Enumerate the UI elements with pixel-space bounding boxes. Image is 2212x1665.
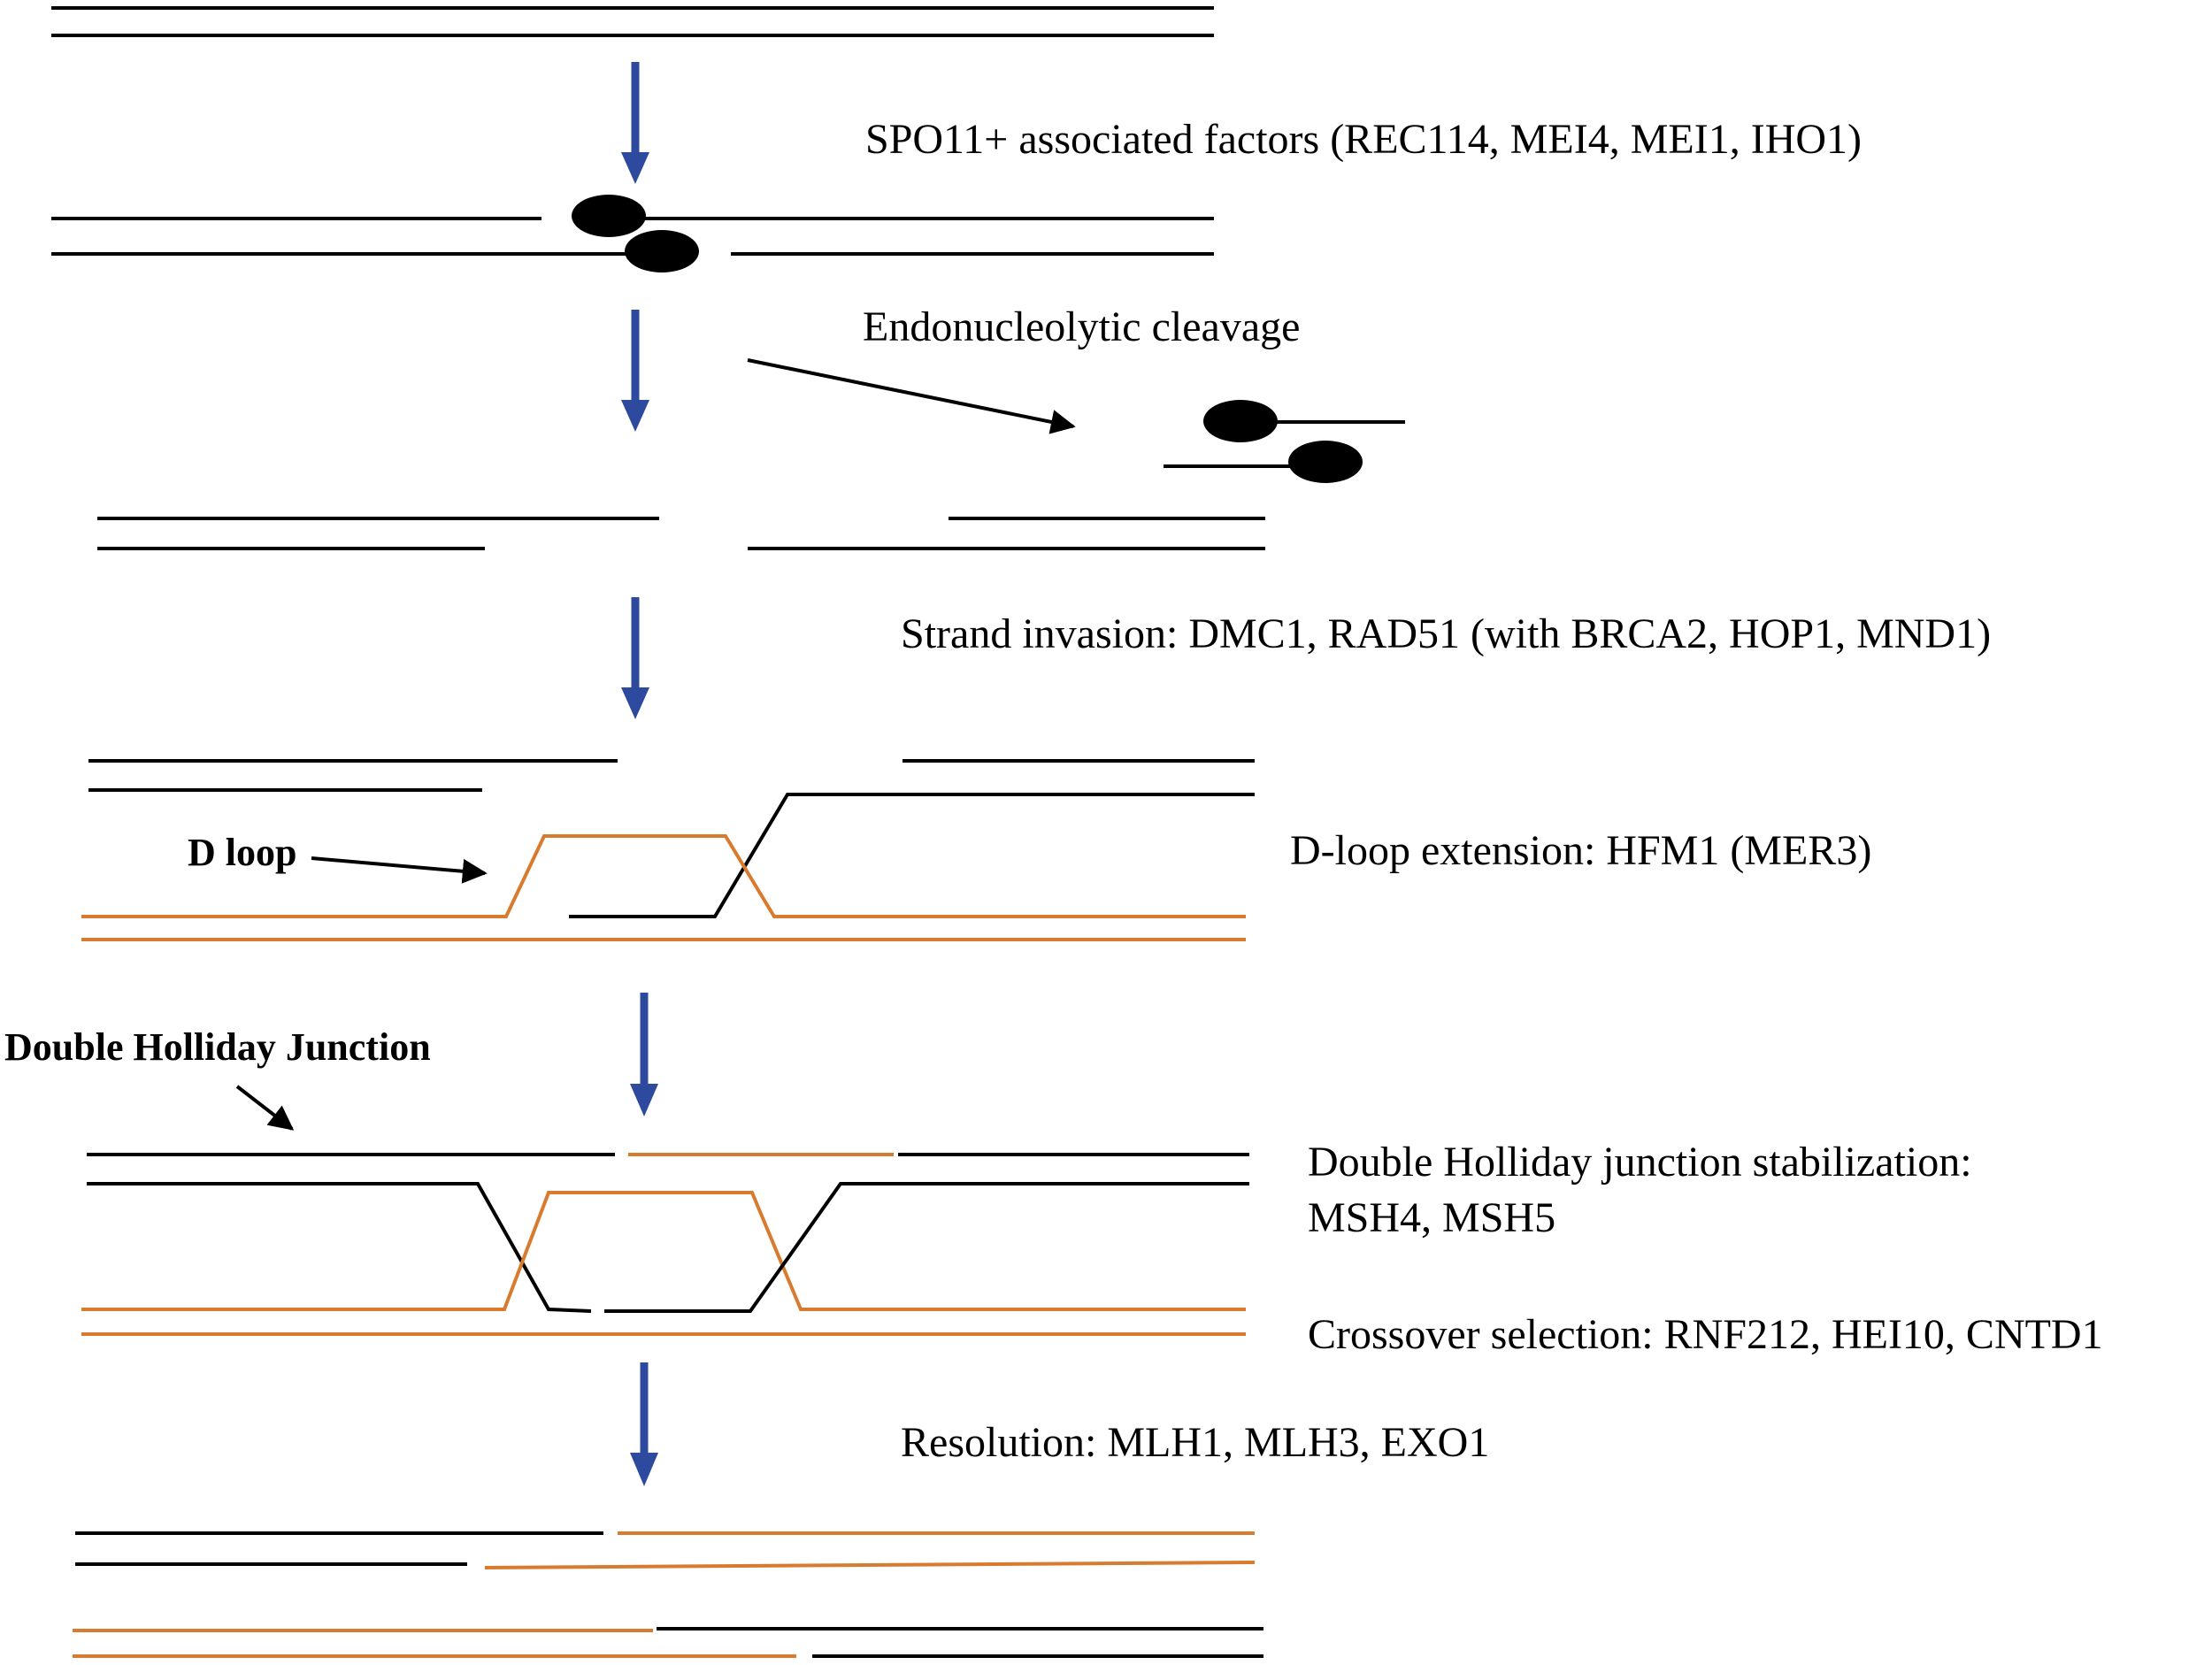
crossing-strand	[87, 1182, 592, 1313]
spo11-protein	[625, 230, 699, 272]
step-arrow	[621, 310, 649, 432]
label-dhj-stabilization-line1: Double Holliday junction stabilization:	[1308, 1139, 1972, 1185]
label-double-holliday-junction: Double Holliday Junction	[4, 1025, 431, 1069]
spo11-oligo-complex	[1164, 400, 1405, 483]
homolog-strand-displaced	[81, 834, 1246, 918]
pointer-arrow	[747, 358, 1076, 434]
stage-spo11-bound	[51, 217, 1214, 256]
label-d-loop-extension: D-loop extension: HFM1 (MER3)	[1290, 827, 1871, 874]
invading-strand	[569, 793, 1255, 918]
label-spo11-factors: SPO11+ associated factors (REC114, MEI4,…	[865, 116, 1862, 163]
crossing-strand	[604, 1182, 1249, 1313]
stage-d-loop	[81, 759, 1255, 941]
step-arrow	[621, 62, 649, 184]
label-resolution: Resolution: MLH1, MLH3, EXO1	[901, 1419, 1489, 1466]
stage-resected-break	[97, 517, 1265, 550]
spo11-protein	[1203, 400, 1278, 442]
spo11-protein	[572, 195, 646, 237]
label-crossover-selection: Crossover selection: RNF212, HEI10, CNTD…	[1308, 1311, 2103, 1358]
label-strand-invasion: Strand invasion: DMC1, RAD51 (with BRCA2…	[901, 610, 1991, 657]
stage-crossover-products	[73, 1531, 1263, 1658]
spo11-protein	[1288, 441, 1363, 483]
crossing-strand	[81, 1191, 1246, 1311]
label-d-loop: D loop	[188, 831, 296, 874]
step-arrow	[630, 993, 658, 1116]
pointer-arrow	[235, 1085, 295, 1131]
label-endonucleolytic-cleavage: Endonucleolytic cleavage	[863, 303, 1300, 350]
step-arrow	[621, 597, 649, 719]
step-arrow	[630, 1362, 658, 1486]
pointer-arrow	[311, 856, 488, 884]
label-dhj-stabilization-line2: MSH4, MSH5	[1308, 1194, 1555, 1241]
stage-intact-duplex	[51, 6, 1214, 37]
dna-strand	[484, 1561, 1256, 1569]
stage-double-holliday-junction	[81, 1153, 1249, 1336]
